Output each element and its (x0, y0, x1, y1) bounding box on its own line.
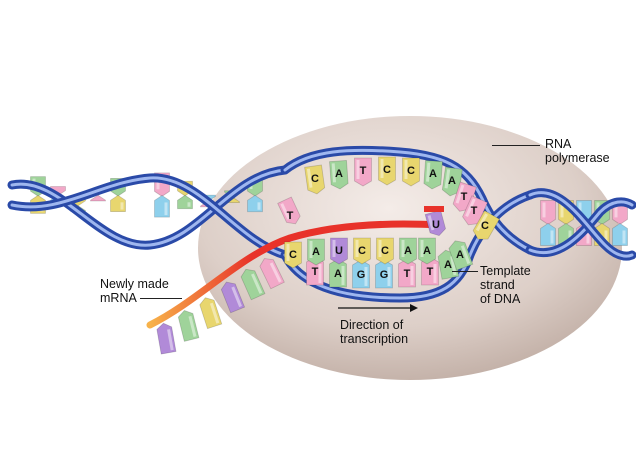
mrna-tail-nucleotide (220, 281, 246, 314)
dna-backbone-highlight (283, 148, 532, 252)
nucleotide-letter: U (432, 219, 440, 231)
nucleotide-letter: T (287, 210, 294, 222)
nucleotide-letter: G (357, 269, 366, 281)
nucleotide-letter: C (289, 249, 297, 261)
nucleotide-letter: A (423, 245, 431, 257)
nucleotide-letter: G (380, 269, 389, 281)
base-pair-top (540, 200, 556, 225)
template-strand-label: Template strand of DNA (480, 264, 531, 306)
nucleotide-letter: C (481, 220, 489, 232)
nucleotide-A (423, 160, 443, 190)
nucleotide-C (304, 164, 326, 195)
nucleotide-letter: T (471, 205, 478, 217)
nucleotide-T (277, 196, 301, 225)
mrna-tail-nucleotide (199, 297, 223, 330)
mrna-tail-nucleotide (156, 322, 177, 355)
nucleotide-letter: U (335, 245, 343, 257)
nucleotide-G (352, 259, 370, 289)
dna-backbone-highlight (528, 191, 634, 258)
nucleotide-letter: A (404, 245, 412, 257)
nucleotide-T (462, 195, 488, 226)
nucleotide-letter: A (312, 246, 320, 258)
nucleotide-A (307, 238, 325, 266)
nucleotide-letter: C (407, 165, 415, 177)
base-pair-bottom (247, 194, 263, 213)
rna-polymerase-label: RNA polymerase (545, 137, 610, 165)
base-pair-bottom (110, 194, 126, 212)
base-pair-bottom (154, 194, 170, 218)
base-pair-bottom (90, 194, 106, 202)
nucleotide-U (330, 237, 348, 265)
template-strand-leader (452, 271, 478, 272)
nucleotide-letter: A (448, 175, 456, 187)
nucleotide-letter: T (461, 191, 468, 203)
nucleotide-C (284, 241, 302, 269)
mrna-tail-nucleotide (259, 258, 285, 290)
nucleotide-C (378, 156, 396, 186)
nucleotide-G (375, 259, 393, 289)
nucleotide-A (329, 160, 349, 190)
mrna-tail-nucleotides (156, 258, 285, 355)
direction-label: Direction of transcription (340, 318, 409, 346)
nucleotide-letter: A (429, 168, 437, 180)
nucleotide-letter: T (427, 266, 434, 278)
nucleotide-C (402, 157, 420, 187)
nucleotide-letter: C (358, 245, 366, 257)
dna-backbone-highlight (10, 168, 287, 247)
mrna-tail-nucleotide (177, 309, 200, 342)
nucleotide-letter: T (312, 266, 319, 278)
dna-backbone-highlight (528, 200, 634, 254)
nucleotide-C (472, 210, 500, 240)
nucleotide-letter: C (381, 245, 389, 257)
nucleotide-A (448, 240, 474, 271)
nucleotide-letter: C (311, 173, 319, 185)
nucleotide-A (441, 166, 463, 197)
nucleotide-A (329, 258, 347, 288)
mrna-backbone (146, 220, 444, 329)
base-pair-bottom (177, 194, 193, 210)
nucleotide-letter: A (334, 268, 342, 280)
nucleotide-letter: T (404, 268, 411, 280)
dna-backbone-highlight (10, 176, 287, 257)
newly-made-mrna-label: Newly made mRNA (100, 277, 169, 305)
arrow-right-icon (338, 304, 418, 312)
nucleotide-letter: A (456, 249, 464, 261)
mrna-tail-nucleotide (240, 268, 266, 301)
active-site-cap (424, 206, 444, 212)
nucleotide-T (398, 258, 416, 288)
nucleotide-letter: T (360, 165, 367, 177)
nucleotide-C (353, 237, 371, 265)
nucleotide-A (418, 237, 436, 265)
rna-polymerase-leader (492, 145, 540, 146)
nucleotide-letter: A (335, 168, 343, 180)
nucleotide-T (354, 157, 372, 187)
nucleotide-letter: A (444, 259, 452, 271)
nucleotide-letter: C (383, 164, 391, 176)
base-pair-bottom (540, 222, 556, 246)
mrna-leader (140, 298, 182, 299)
nucleotide-C (376, 237, 394, 265)
base-pair-bottom (612, 222, 628, 246)
nucleotide-A (399, 237, 417, 265)
